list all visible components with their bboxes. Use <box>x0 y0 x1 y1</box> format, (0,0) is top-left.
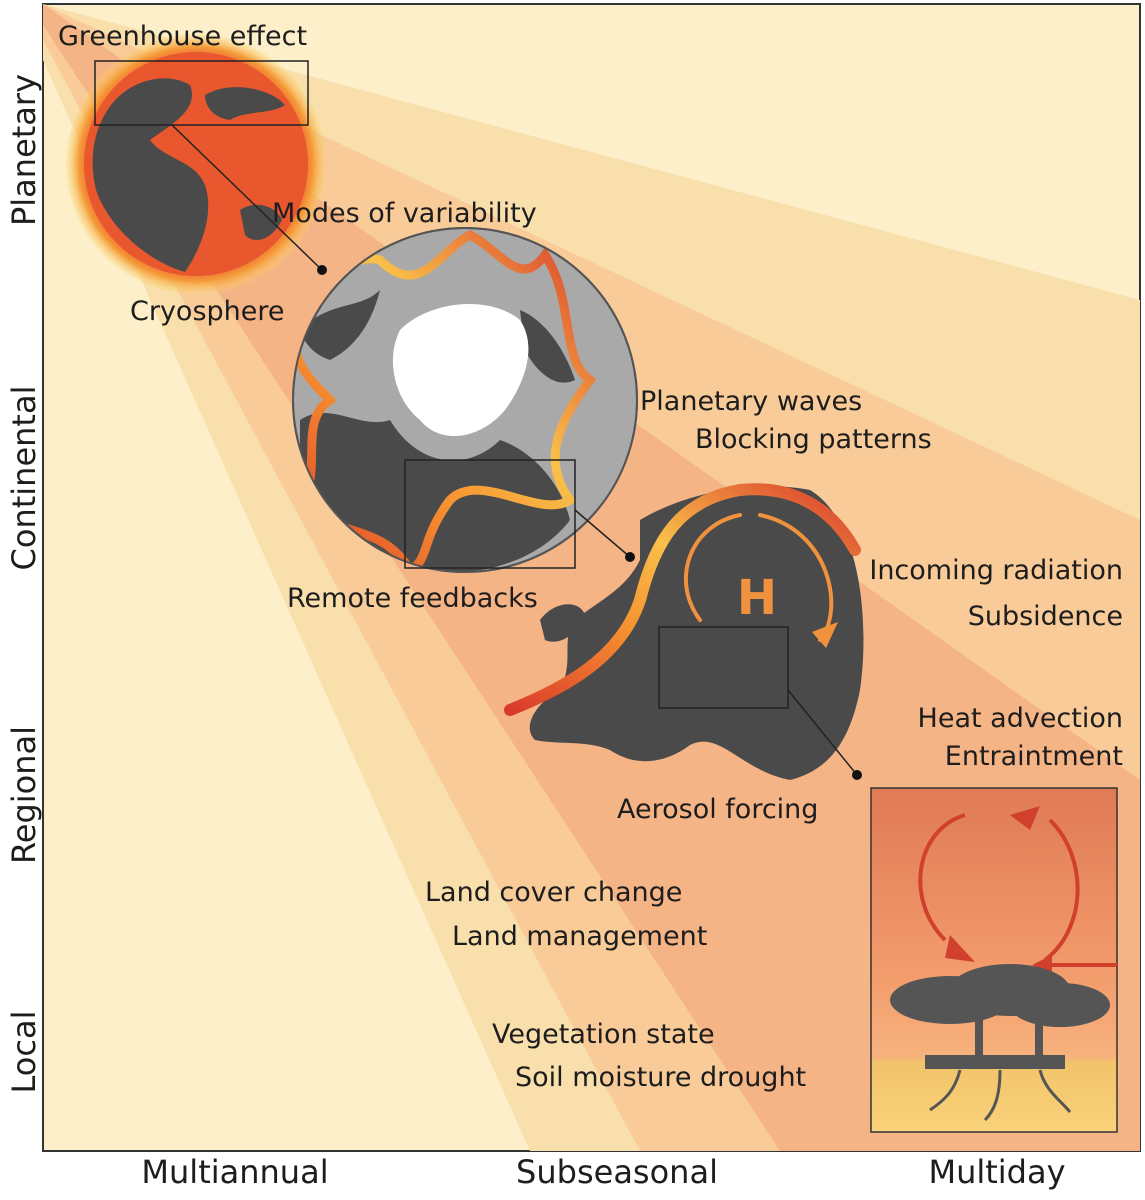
label-blocking: Blocking patterns <box>695 424 932 455</box>
high-pressure-symbol: H <box>737 570 777 626</box>
label-cryosphere: Cryosphere <box>130 296 285 327</box>
planetary-globe <box>66 34 327 294</box>
label-heat-advection: Heat advection <box>918 703 1123 734</box>
label-land-cover: Land cover change <box>425 877 682 908</box>
y-label-local: Local <box>5 1011 43 1094</box>
label-subsidence: Subsidence <box>968 601 1123 632</box>
local-inset <box>871 788 1117 1132</box>
label-incoming-radiation: Incoming radiation <box>869 555 1123 586</box>
label-aerosol: Aerosol forcing <box>617 794 818 825</box>
label-entrainment: Entraintment <box>945 741 1123 772</box>
y-label-planetary: Planetary <box>5 74 43 226</box>
label-planetary-waves: Planetary waves <box>640 386 862 417</box>
label-modes: Modes of variability <box>272 198 537 229</box>
y-label-regional: Regional <box>5 726 43 864</box>
label-soil-moisture: Soil moisture drought <box>515 1062 806 1093</box>
y-label-continental: Continental <box>5 386 43 571</box>
arctic-globe <box>293 228 637 573</box>
x-axis-labels: Multiannual Subseasonal Multiday <box>141 1153 1065 1191</box>
label-land-management: Land management <box>452 921 707 952</box>
y-axis-labels: Planetary Continental Regional Local <box>5 74 43 1093</box>
label-remote-feedbacks: Remote feedbacks <box>287 583 538 614</box>
x-label-multiday: Multiday <box>928 1153 1065 1191</box>
label-vegetation: Vegetation state <box>492 1019 715 1050</box>
x-label-multiannual: Multiannual <box>141 1153 328 1191</box>
x-label-subseasonal: Subseasonal <box>516 1153 718 1191</box>
label-greenhouse: Greenhouse effect <box>58 21 307 52</box>
